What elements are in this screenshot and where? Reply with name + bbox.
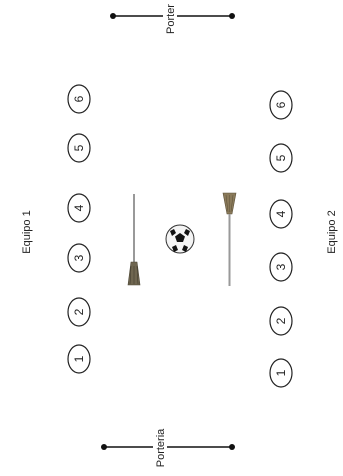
team2-label: Equipo 2 bbox=[326, 210, 338, 253]
team1-player-5-number: 5 bbox=[72, 144, 86, 151]
team2-player-3: 3 bbox=[269, 252, 293, 282]
team2-players: 1 2 3 4 5 6 bbox=[269, 90, 293, 388]
team2-player-1-number: 1 bbox=[274, 369, 288, 376]
team1-player-3: 3 bbox=[67, 243, 91, 273]
team1-player-3-number: 3 bbox=[72, 254, 86, 261]
team1-player-4: 4 bbox=[67, 193, 91, 223]
goal-bottom-label: Porteria bbox=[155, 428, 167, 467]
team2-player-4-number: 4 bbox=[274, 210, 288, 217]
team2-player-6: 6 bbox=[269, 90, 293, 120]
team2-player-6-number: 6 bbox=[274, 101, 288, 108]
team2-player-4: 4 bbox=[269, 199, 293, 229]
goal-bottom: Porteria bbox=[101, 425, 235, 471]
goal-top: Porter bbox=[110, 2, 235, 36]
team2-player-5-number: 5 bbox=[274, 154, 288, 161]
team1-player-1-number: 1 bbox=[72, 355, 86, 362]
team1-player-6-number: 6 bbox=[72, 95, 86, 102]
broom-icon bbox=[222, 192, 237, 286]
team1-player-4-number: 4 bbox=[72, 204, 86, 211]
team1-player-2: 2 bbox=[67, 297, 91, 327]
team1-player-6: 6 bbox=[67, 84, 91, 114]
team1-player-1: 1 bbox=[67, 344, 91, 374]
team1-player-2-number: 2 bbox=[72, 308, 86, 315]
broom-icon bbox=[127, 194, 141, 286]
team2-player-2: 2 bbox=[269, 306, 293, 336]
soccer-ball-icon bbox=[165, 224, 195, 254]
team1-label: Equipo 1 bbox=[21, 210, 33, 253]
goal-top-label: Porter bbox=[165, 4, 177, 34]
team2-player-3-number: 3 bbox=[274, 263, 288, 270]
team2-player-1: 1 bbox=[269, 358, 293, 388]
team2-player-5: 5 bbox=[269, 143, 293, 173]
team1-player-5: 5 bbox=[67, 133, 91, 163]
team1-players: 1 2 3 4 5 6 bbox=[67, 84, 91, 374]
team2-player-2-number: 2 bbox=[274, 317, 288, 324]
